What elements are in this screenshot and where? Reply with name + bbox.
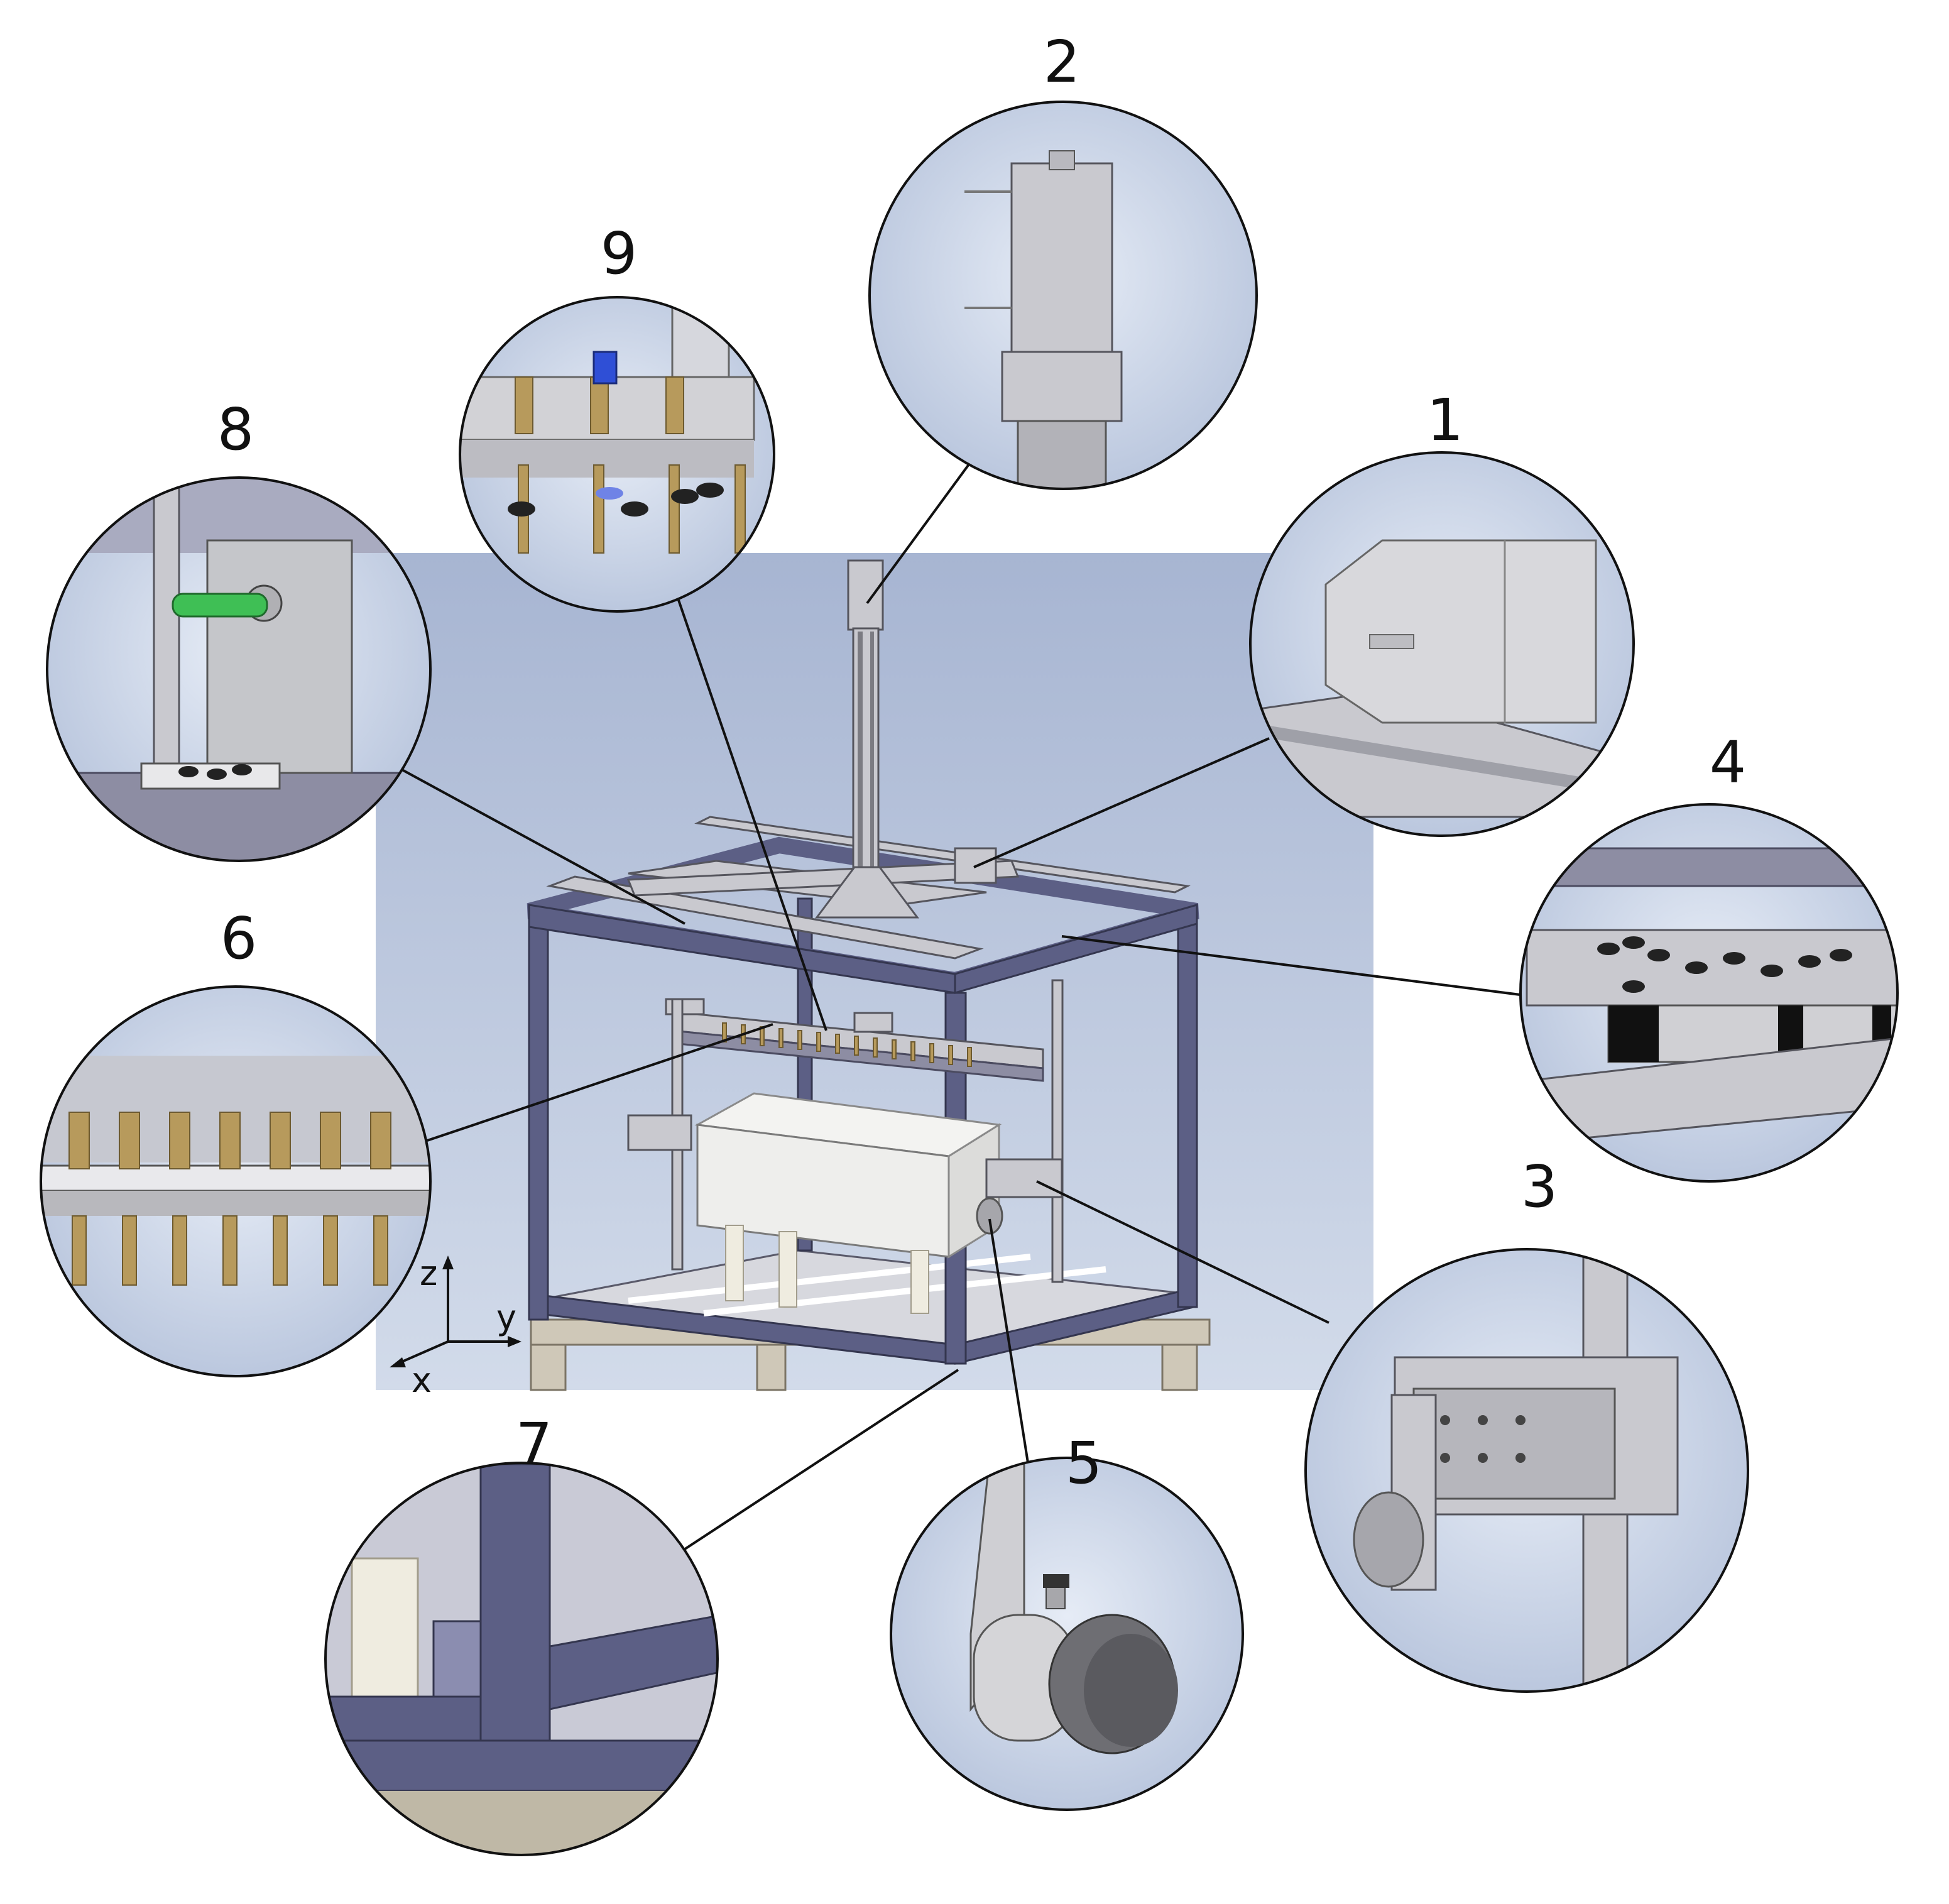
frame-corner-detail: [325, 1463, 718, 1854]
axis-triad: z y x: [390, 1254, 521, 1400]
motor-housing-detail: [1250, 539, 1634, 818]
axis-label-x: x: [412, 1360, 432, 1400]
linear-guide-block-detail: [1520, 847, 1897, 1145]
vertical-column-top-detail: [964, 150, 1123, 489]
callout-number-6: 6: [221, 905, 258, 972]
detail-bubble-9: 9: [459, 220, 775, 613]
detail-bubble-3: 3: [1304, 1153, 1749, 1693]
roller-wheel-detail: [969, 1458, 1178, 1754]
callout-number-1: 1: [1427, 386, 1464, 454]
detail-bubble-7: 7: [324, 1411, 719, 1856]
callout-number-5: 5: [1066, 1430, 1103, 1497]
leader-lines: [401, 461, 1531, 1557]
left-carriage: [627, 1114, 692, 1151]
right-vertical-rail: [1051, 979, 1064, 1283]
axis-label-y: y: [496, 1298, 516, 1337]
callout-number-7: 7: [516, 1411, 553, 1478]
detail-bubble-2: 2: [868, 28, 1258, 490]
axis-label-z: z: [420, 1254, 437, 1293]
pin-bar-with-blue-screw-detail: [460, 297, 755, 554]
roller: [976, 1197, 1003, 1235]
pin-row-detail: [41, 1056, 430, 1286]
right-carriage: [985, 1158, 1063, 1198]
callout-number-8: 8: [217, 396, 254, 463]
detail-bubble-6: 6: [40, 905, 432, 1377]
z-column: [815, 559, 919, 919]
gantry-rails: [546, 816, 1191, 960]
carriage-with-roller-detail: [1353, 1249, 1679, 1692]
main-render-panel: z y x: [376, 553, 1373, 1400]
pin-row: [722, 1022, 972, 1067]
workpiece-box: [694, 1092, 1002, 1314]
callout-number-2: 2: [1044, 28, 1081, 96]
detail-bubble-5: 5: [890, 1430, 1244, 1811]
detail-bubble-8: 8: [46, 396, 432, 862]
callout-number-9: 9: [601, 220, 638, 287]
callout-number-4: 4: [1710, 729, 1747, 796]
callout-number-3: 3: [1521, 1153, 1558, 1220]
detail-bubble-1: 1: [1249, 386, 1635, 837]
detail-bubble-4: 4: [1519, 729, 1899, 1183]
